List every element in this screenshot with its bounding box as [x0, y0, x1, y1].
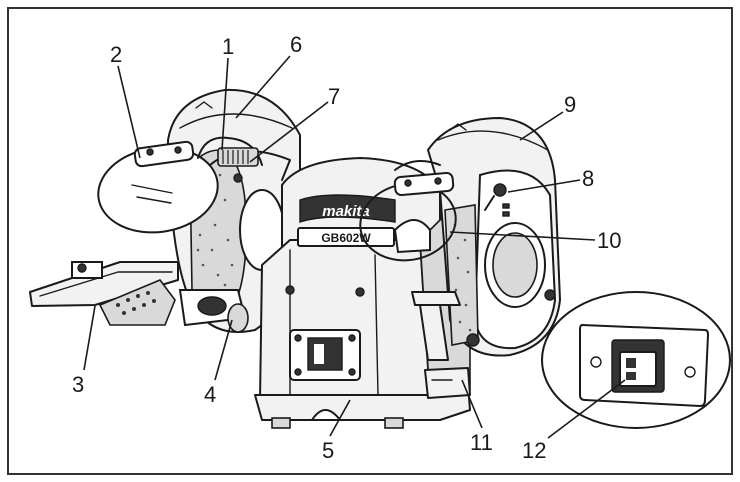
leader-2 [117, 65, 141, 159]
callout-4: 4 [204, 382, 216, 407]
leader-5 [329, 399, 351, 437]
housing-switch [307, 337, 343, 371]
leader-12 [547, 379, 626, 439]
tool-rest-clamp [71, 261, 103, 279]
logo-band [299, 194, 396, 223]
tool-rest-tray [29, 261, 179, 307]
callout-7: 7 [328, 84, 340, 109]
inset-rocker [619, 351, 657, 387]
leader-1 [221, 57, 229, 151]
leader-11 [461, 379, 483, 429]
right-eye-shield [359, 160, 457, 262]
left-eye-shield [97, 140, 219, 234]
leader-3 [83, 305, 96, 371]
right-eye-shield-bracket [393, 172, 455, 196]
spark-guard-screw [484, 183, 510, 217]
callout-8: 8 [582, 166, 594, 191]
model-text: GB602W [321, 231, 371, 245]
brand-logo-text: makita [322, 203, 370, 220]
tool-rest-knob [178, 289, 249, 333]
tool-rest-support [98, 279, 176, 326]
knob-grip [197, 296, 227, 316]
callout-10: 10 [597, 228, 621, 253]
callout-9: 9 [564, 92, 576, 117]
leader-7 [249, 101, 329, 163]
motor-housing: makita GB602W [254, 157, 471, 429]
tool-rest-teeth [116, 291, 156, 315]
leader-8 [507, 179, 581, 193]
callout-11: 11 [470, 430, 493, 455]
right-tool-rest [411, 291, 471, 399]
model-plate [297, 227, 395, 247]
right-wheel-assembly [427, 117, 561, 357]
switch-detail-inset [541, 291, 731, 429]
callout-2: 2 [110, 42, 122, 67]
wheel-guard-bolt [544, 289, 556, 301]
callout-1: 1 [222, 34, 234, 59]
leader-4 [214, 319, 233, 381]
callout-labels: 1 2 3 4 5 6 7 8 9 10 11 12 [72, 32, 621, 463]
left-tool-rest [29, 261, 179, 326]
left-spark-guard [197, 136, 291, 183]
leader-9 [519, 111, 564, 141]
leader-10 [449, 231, 596, 241]
callout-6: 6 [290, 32, 302, 57]
leader-lines [83, 55, 626, 439]
callout-12: 12 [522, 438, 546, 463]
leader-6 [235, 55, 291, 119]
callout-5: 5 [322, 438, 334, 463]
callout-3: 3 [72, 372, 84, 397]
base-mount-slot [310, 409, 343, 421]
